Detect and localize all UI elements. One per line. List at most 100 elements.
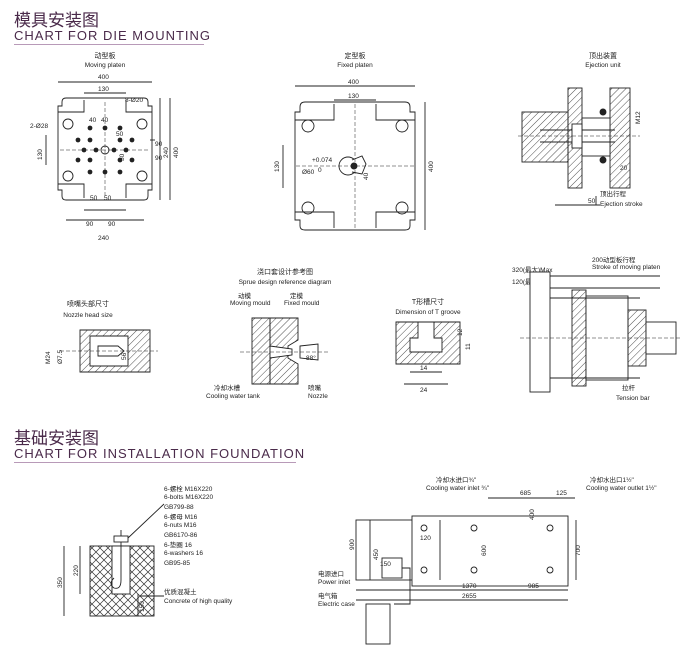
dim-700: 700 — [575, 545, 582, 556]
bolt-spec: 6-bolts M16X220 — [164, 494, 214, 501]
dim-350: 350 — [57, 577, 64, 588]
dim-tolerance-zero: 0 — [318, 167, 322, 174]
dim-phi7-5: Ø7.5 — [57, 350, 64, 364]
dim-985: 985 — [528, 583, 539, 590]
dim-400: 400 — [98, 74, 109, 81]
dim-m12: M12 — [635, 111, 642, 124]
foundation-title-cn: 基础安装图 — [14, 429, 99, 449]
bolt-spec: 6-垫圈 16 — [164, 540, 192, 549]
t-groove-label-cn: T形槽尺寸 — [412, 297, 444, 306]
die-mounting-title-cn: 模具安装图 — [14, 11, 99, 31]
tension-bar-cn: 拉杆 — [622, 383, 636, 392]
dim-685: 685 — [520, 490, 531, 497]
nozzle-label-cn: 喷嘴头部尺寸 — [67, 299, 109, 308]
nozzle-en: Nozzle — [308, 393, 328, 400]
dim-400-vertical: 400 — [173, 147, 180, 158]
dim-120: 120 — [420, 535, 431, 542]
dim-50: 50 — [90, 195, 98, 202]
ejection-stroke-en: Ejection stroke — [600, 201, 643, 208]
dim-320-max: 320(最大)Max — [512, 265, 553, 274]
dim-400-vertical: 400 — [428, 161, 435, 172]
dim-phi60: Ø60 — [302, 169, 315, 176]
dim-90: 90 — [155, 155, 163, 162]
concrete-en: Concrete of high quality — [164, 598, 233, 605]
water-outlet-en: Cooling water outlet 1½" — [586, 484, 657, 492]
dim-450: 450 — [373, 549, 380, 560]
water-outlet-cn: 冷却水出口1½" — [590, 475, 635, 484]
fixed-mould-cn: 定模 — [290, 291, 304, 300]
bolt-spec: GB95-85 — [164, 560, 190, 567]
foundation-plan-drawing: 冷却水进口¾" Cooling water inlet ¾" 冷却水出口1½" … — [318, 475, 657, 645]
dim-600: 600 — [481, 545, 488, 556]
nozzle-head-drawing: 喷嘴头部尺寸 Nozzle head size M24 Ø7.5 56 — [45, 299, 158, 373]
power-inlet-cn: 电源进口 — [318, 569, 344, 578]
dim-150: 150 — [380, 561, 391, 568]
dim-20: 20 — [620, 165, 628, 172]
water-inlet-cn: 冷却水进口¾" — [436, 475, 477, 484]
nozzle-label-en: Nozzle head size — [63, 312, 113, 319]
ejection-unit-drawing: 顶出装置 Ejection unit M12 20 50 顶出行程 Ejecti… — [518, 51, 643, 208]
foundation-bolt-drawing: 350 220 150 6-螺栓 M16X220 6-bolts M16X220… — [57, 484, 233, 617]
dim-12: 12 — [457, 328, 464, 336]
moving-platen-label-cn: 动型板 — [95, 51, 116, 60]
cooling-tank-en: Cooling water tank — [206, 393, 261, 400]
dim-400: 400 — [529, 509, 536, 520]
sprue-label-cn: 浇口套设计参考图 — [257, 267, 313, 276]
dim-56: 56 — [121, 352, 128, 360]
dim-11: 11 — [465, 343, 472, 350]
bolt-spec: GB6170-86 — [164, 532, 198, 539]
dim-40: 40 — [89, 117, 97, 124]
dim-2-phi28: 2-Ø28 — [30, 123, 48, 130]
tension-drawing: 200动型板行程 Stroke of moving platen 320(最大)… — [512, 255, 680, 402]
dim-40: 40 — [101, 117, 109, 124]
dim-tolerance: +0.074 — [312, 157, 332, 164]
dim-130-vertical: 130 — [37, 149, 44, 160]
fixed-platen-label-en: Fixed platen — [337, 62, 373, 69]
electric-case-en: Electric case — [318, 601, 355, 608]
dim-130: 130 — [348, 93, 359, 100]
dim-m24: M24 — [45, 351, 52, 364]
stroke-moving-platen: 200动型板行程 — [592, 255, 636, 264]
bolt-spec: GB799-88 — [164, 504, 194, 511]
bolt-spec: 6-washers 16 — [164, 550, 203, 557]
title-underline — [14, 44, 204, 45]
t-groove-drawing: T形槽尺寸 Dimension of T groove 12 11 14 24 — [395, 297, 472, 394]
die-mounting-title-en: CHART FOR DIE MOUNTING — [14, 28, 212, 43]
bolt-spec: 6-螺母 M16 — [164, 512, 198, 521]
dim-130: 130 — [98, 86, 109, 93]
sprue-drawing: 浇口套设计参考图 Sprue design reference diagram … — [206, 267, 331, 400]
dim-150: 150 — [139, 601, 146, 612]
dim-1370: 1370 — [462, 583, 477, 590]
fixed-mould-en: Fixed mould — [284, 300, 320, 307]
dim-8-phi20: 8-Ø20 — [125, 97, 143, 104]
cooling-tank-cn: 冷却水槽 — [214, 383, 241, 392]
ejection-stroke-cn: 顶出行程 — [600, 189, 627, 198]
tension-bar-en: Tension bar — [616, 395, 650, 402]
dim-90: 90 — [86, 221, 94, 228]
ejection-label-en: Ejection unit — [585, 62, 621, 69]
dim-90: 90 — [108, 221, 116, 228]
title-underline — [14, 462, 296, 463]
dim-240-vertical: 240 — [163, 147, 170, 158]
fixed-platen-drawing: 定型板 Fixed platen 400 130 Ø60 +0.074 0 13… — [274, 51, 435, 231]
dim-14: 14 — [420, 365, 428, 372]
dim-2655: 2655 — [462, 593, 477, 600]
foundation-title-en: CHART FOR INSTALLATION FOUNDATION — [14, 446, 306, 461]
moving-platen-drawing: 动型板 Moving platen 400 130 — [30, 51, 180, 242]
dim-900: 900 — [349, 539, 356, 550]
bolt-spec: 6-螺栓 M16X220 — [164, 484, 213, 493]
t-groove-label-en: Dimension of T groove — [395, 309, 461, 316]
sprue-label-en: Sprue design reference diagram — [239, 279, 332, 286]
dim-400: 400 — [348, 79, 359, 86]
water-inlet-en: Cooling water inlet ¾" — [426, 485, 490, 492]
dim-24: 24 — [420, 387, 428, 394]
bolt-spec: 6-nuts M16 — [164, 522, 197, 529]
concrete-cn: 优质混凝土 — [164, 587, 197, 596]
dim-50: 50 — [116, 131, 124, 138]
dim-125: 125 — [556, 490, 567, 497]
angle-88: 88° — [306, 354, 316, 362]
dim-50: 50 — [119, 153, 126, 161]
dim-50: 50 — [104, 195, 112, 202]
ejection-label-cn: 顶出装置 — [589, 51, 617, 60]
